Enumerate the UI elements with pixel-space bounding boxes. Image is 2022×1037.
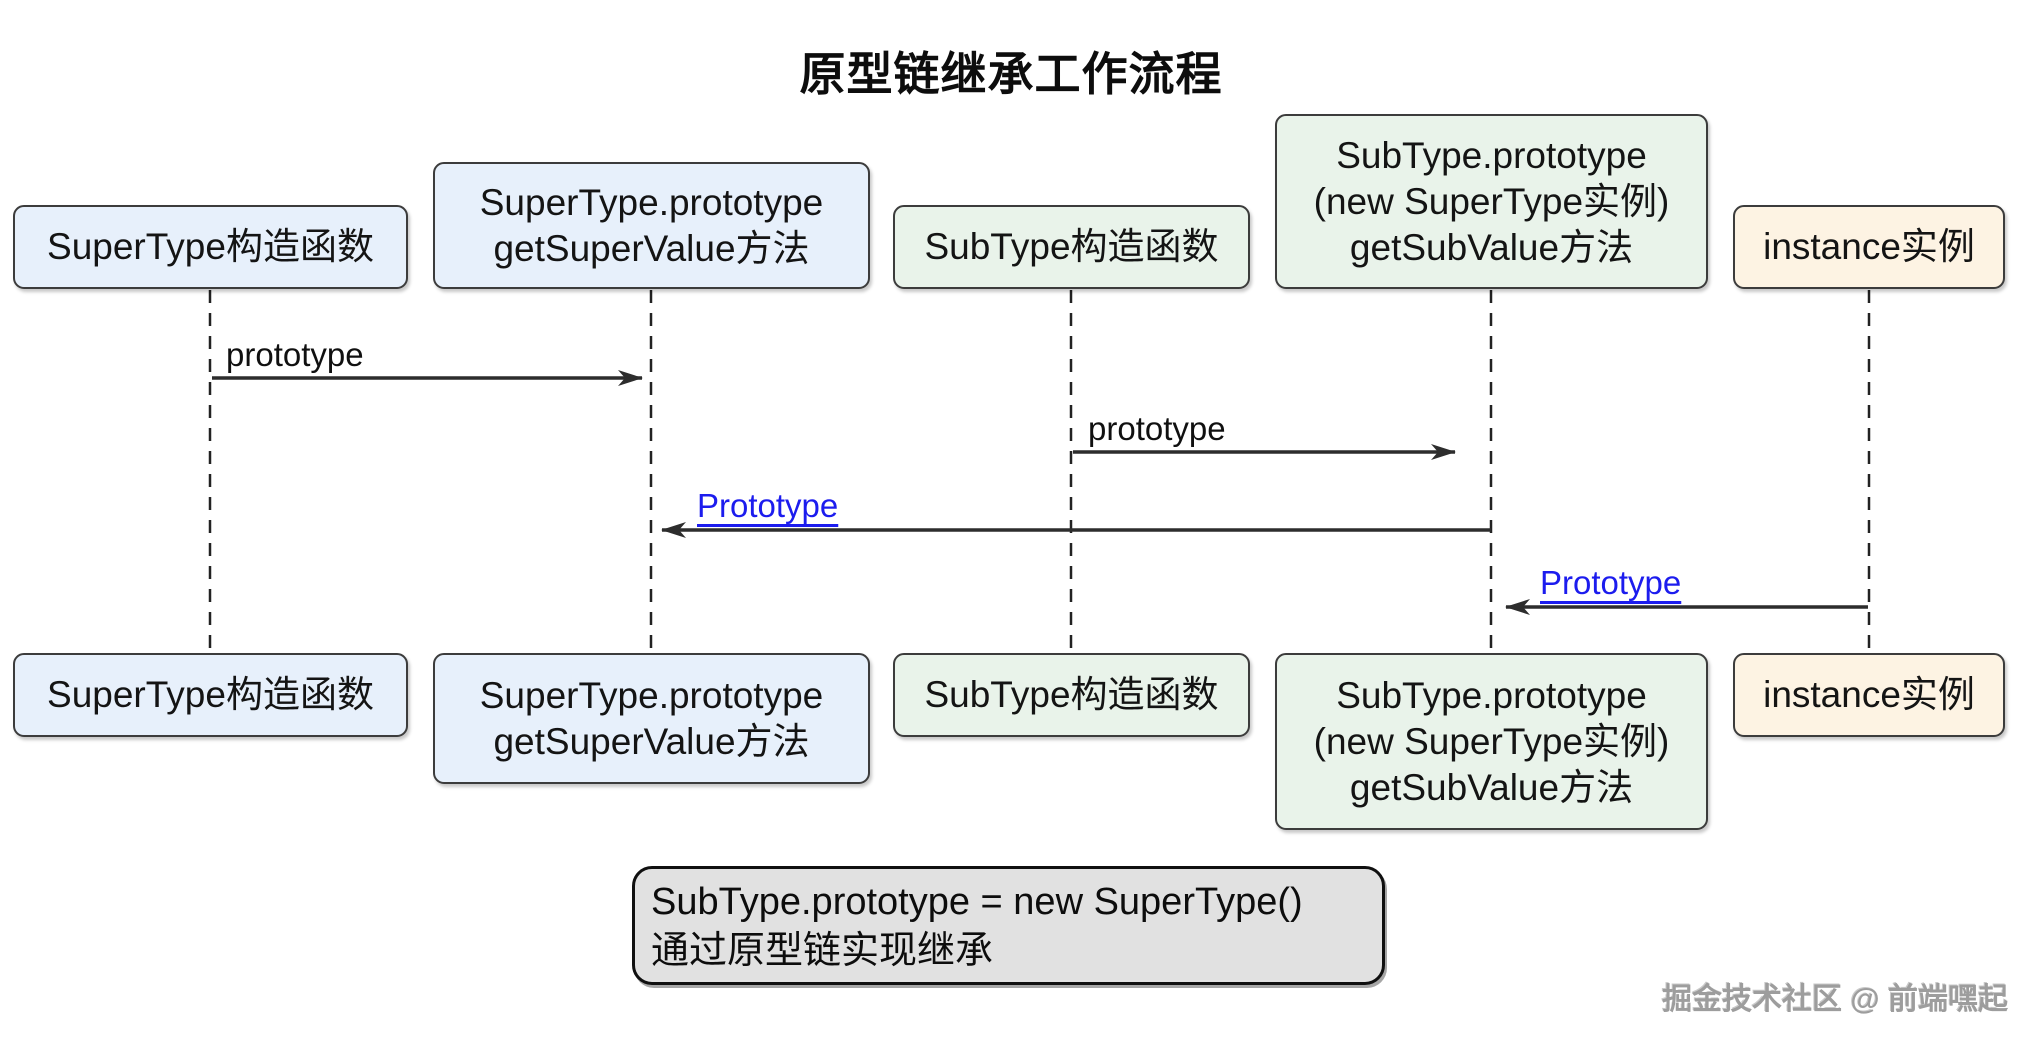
- watermark: 掘金技术社区 @ 前端嘿起: [1662, 983, 2008, 1016]
- actor-label-line: SubType.prototype: [1336, 674, 1647, 716]
- actor-label-line: SuperType构造函数: [47, 674, 374, 715]
- actor-label-line: instance实例: [1763, 674, 1975, 715]
- actor-instance-top: instance实例: [1733, 205, 2005, 289]
- note-line-description: 通过原型链实现继承: [651, 930, 994, 972]
- note-box: SubType.prototype = new SuperType() 通过原型…: [632, 866, 1385, 985]
- message-label-prototype-super: prototype: [226, 336, 364, 373]
- message-link-prototype-instance-to-sub[interactable]: Prototype: [1540, 564, 1682, 601]
- actor-label-line: (new SuperType实例): [1313, 720, 1670, 762]
- actor-supertype-constructor-bottom: SuperType构造函数: [13, 653, 408, 737]
- actor-instance-bottom: instance实例: [1733, 653, 2005, 737]
- actor-label-line: SuperType.prototype: [479, 181, 824, 223]
- actor-label-line: instance实例: [1763, 226, 1975, 267]
- actor-supertype-constructor-top: SuperType构造函数: [13, 205, 408, 289]
- actor-supertype-prototype-bottom: SuperType.prototype getSuperValue方法: [433, 653, 870, 784]
- actor-subtype-constructor-top: SubType构造函数: [893, 205, 1250, 289]
- actor-label-line: SubType.prototype: [1336, 134, 1647, 176]
- diagram-title: 原型链继承工作流程: [799, 48, 1223, 100]
- actor-label-line: getSubValue方法: [1349, 226, 1634, 268]
- actor-subtype-prototype-bottom: SubType.prototype (new SuperType实例) getS…: [1275, 653, 1708, 830]
- message-link-prototype-sub-to-super[interactable]: Prototype: [697, 487, 839, 524]
- message-label-prototype-sub: prototype: [1088, 410, 1226, 447]
- actor-label-line: SubType构造函数: [924, 226, 1219, 267]
- actor-label-line: (new SuperType实例): [1313, 180, 1670, 222]
- actor-label-line: getSuperValue方法: [493, 227, 810, 269]
- actor-subtype-constructor-bottom: SubType构造函数: [893, 653, 1250, 737]
- actor-label-line: getSubValue方法: [1349, 766, 1634, 808]
- note-line-code: SubType.prototype = new SuperType(): [651, 881, 1303, 923]
- actor-label-line: SuperType.prototype: [479, 674, 824, 716]
- actor-supertype-prototype-top: SuperType.prototype getSuperValue方法: [433, 162, 870, 289]
- actor-subtype-prototype-top: SubType.prototype (new SuperType实例) getS…: [1275, 114, 1708, 289]
- actor-label-line: SubType构造函数: [924, 674, 1219, 715]
- actor-label-line: SuperType构造函数: [47, 226, 374, 267]
- actor-label-line: getSuperValue方法: [493, 720, 810, 762]
